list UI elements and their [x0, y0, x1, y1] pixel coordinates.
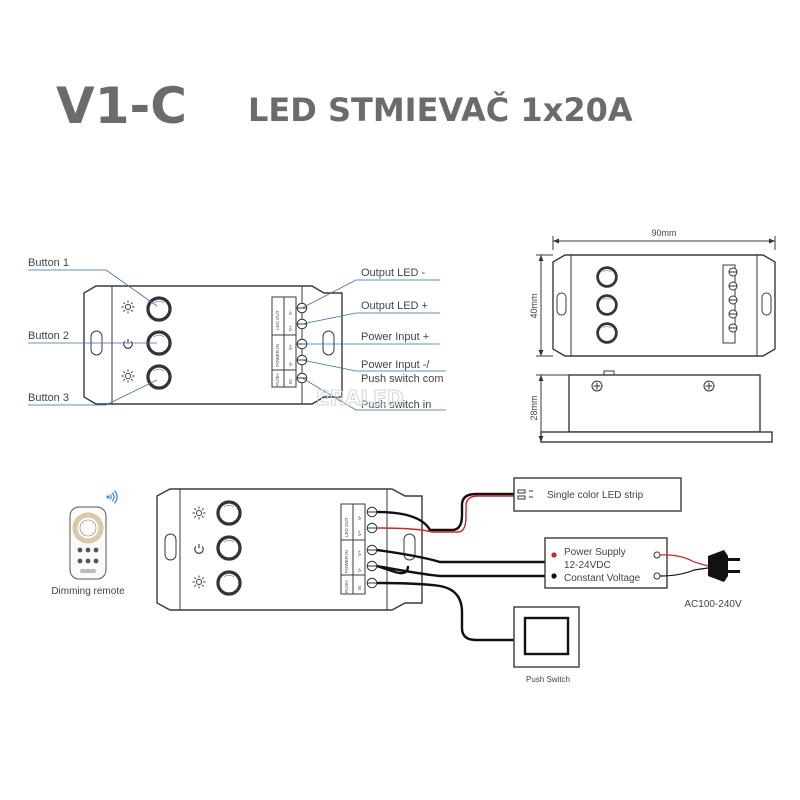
push-switch-in-label: Push switch in — [361, 399, 431, 411]
width-dimension: 90mm — [552, 228, 776, 250]
terminal-screw[interactable] — [366, 577, 378, 589]
push-group-label: PUSH — [275, 373, 280, 386]
button-1-knob[interactable] — [215, 499, 243, 527]
output-led-plus-label: Output LED + — [361, 300, 428, 312]
dim-knob — [595, 321, 619, 345]
pin-label: V- — [288, 361, 293, 366]
button-2-label: Button 2 — [28, 330, 69, 342]
power-supply-voltage: 12-24VDC — [564, 560, 611, 571]
terminal-screw[interactable] — [366, 560, 378, 572]
remote-label: Dimming remote — [51, 586, 125, 597]
height-value: 40mm — [529, 293, 539, 318]
controller-wiring-view — [156, 488, 423, 611]
terminal-screw[interactable] — [366, 522, 378, 534]
svg-text:POWER IN: POWER IN — [344, 550, 349, 573]
svg-text:IN: IN — [357, 586, 362, 591]
wifi-signal-icon — [106, 490, 118, 504]
terminal-block: LED OUT POWER IN PUSH V- V+ V+ V- IN — [271, 296, 297, 388]
button-1-knob[interactable] — [145, 295, 173, 323]
wires — [376, 492, 545, 642]
dim-knob — [595, 293, 619, 317]
svg-text:V+: V+ — [357, 550, 362, 556]
push-switch-label: Push Switch — [526, 675, 570, 684]
pin-label: V+ — [288, 325, 293, 331]
pin-label: V+ — [288, 344, 293, 350]
watermark: ERALED — [316, 386, 404, 410]
button-3-knob[interactable] — [215, 569, 243, 597]
width-value: 90mm — [651, 228, 676, 238]
led-out-group-label: LED OUT — [275, 310, 280, 330]
svg-text:LED OUT: LED OUT — [344, 517, 349, 537]
push-switch[interactable] — [513, 606, 580, 668]
svg-text:V-: V- — [357, 567, 362, 572]
push-switch-com-label: Push switch com — [361, 373, 444, 385]
led-strip — [513, 477, 682, 512]
output-led-minus-label: Output LED - — [361, 267, 426, 279]
button-2-knob[interactable] — [215, 534, 243, 562]
terminal-callouts: Output LED - Output LED + Power Input + … — [301, 267, 446, 411]
depth-value: 28mm — [529, 395, 539, 420]
button-callouts: Button 1 Button 2 Button 3 — [28, 257, 158, 406]
screw-icon — [591, 380, 603, 392]
dim-knob — [595, 265, 619, 289]
power-input-minus-label: Power Input -/ — [361, 359, 430, 371]
terminal-screw[interactable] — [366, 506, 378, 518]
dim-terminal-screws — [728, 267, 738, 333]
power-supply-label: Power Supply — [564, 547, 626, 558]
mains-voltage-label: AC100-240V — [684, 599, 742, 610]
pin-label: IN — [288, 380, 293, 385]
height-dimension: 40mm — [529, 254, 553, 357]
pin-label: V- — [288, 310, 293, 315]
power-input-plus-label: Power Input + — [361, 331, 429, 343]
screw-icon — [703, 380, 715, 392]
button-3-knob[interactable] — [145, 363, 173, 391]
terminal-screw[interactable] — [366, 544, 378, 556]
power-supply — [544, 537, 668, 589]
dimension-top-view — [552, 254, 776, 357]
svg-text:V+: V+ — [357, 530, 362, 536]
svg-text:V-: V- — [357, 515, 362, 520]
dimension-side-view — [540, 370, 773, 443]
led-strip-label: Single color LED strip — [547, 490, 644, 501]
terminal-block: LED OUT POWER IN PUSH V- V+ V+ V- IN — [340, 503, 366, 595]
button-1-label: Button 1 — [28, 257, 69, 269]
button-3-label: Button 3 — [28, 392, 69, 404]
power-supply-type: Constant Voltage — [564, 573, 641, 584]
depth-dimension: 28mm — [529, 374, 569, 442]
product-title: LED STMIEVAČ 1x20A — [248, 90, 633, 129]
model-title: V1-C — [56, 77, 187, 135]
dimming-remote — [69, 506, 107, 580]
mains-plug — [659, 550, 740, 582]
svg-text:PUSH: PUSH — [344, 580, 349, 593]
power-in-group-label: POWER IN — [275, 344, 280, 367]
